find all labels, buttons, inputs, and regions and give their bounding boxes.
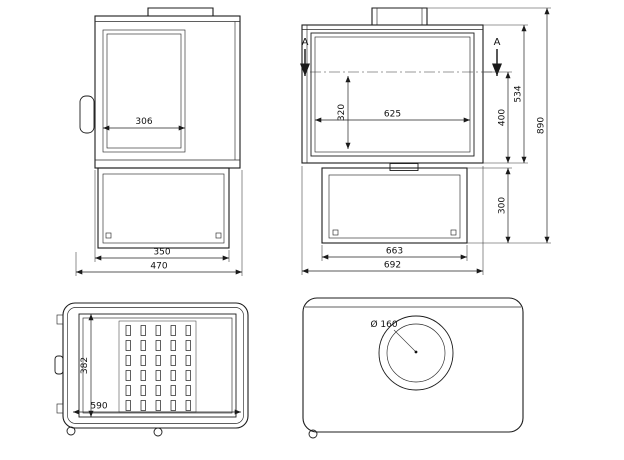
dim-663: 663 [321,245,468,261]
section-a-label: A [302,37,309,48]
pedestal-slot [389,163,419,171]
dim-382: 382 [80,314,94,417]
hinge-mark [56,314,64,325]
dim-300: 300 [467,167,512,243]
foot-circle [308,429,318,439]
door-latch [54,355,64,375]
dim-382-label: 382 [80,357,90,374]
dim-470: 470 [75,170,243,276]
flue-outer-circle [378,315,454,391]
body-outline [301,24,484,164]
glass-frame [310,32,475,157]
flue-inner-circle [386,323,446,383]
foot-circle [66,426,76,436]
dim-350: 350 [94,170,230,262]
top-view: Ø 160 [302,297,524,439]
bolt-mark [215,232,222,239]
dim-692-label: 692 [384,261,401,271]
section-mark-right: A [491,37,503,76]
dim-320-label: 320 [337,104,347,121]
pedestal-inner-line [328,174,461,239]
hinge-mark [56,403,64,414]
side-view: 306 350 470 [75,7,243,276]
firebox-outline [78,313,237,418]
dim-534-label: 534 [514,85,524,102]
dim-590: 590 [73,402,241,415]
dim-663-label: 663 [386,247,403,257]
section-a-label: A [494,37,501,48]
bolt-mark [332,229,339,236]
leader-dot [414,350,418,354]
glass-inner [314,36,471,153]
pedestal-outline [321,167,468,244]
bolt-mark [450,229,457,236]
chimney-stub-outline [371,7,428,25]
dim-400: 400 [483,71,528,164]
dim-625-label: 625 [384,110,401,120]
foot-circle [153,427,163,437]
dim-692: 692 [301,166,484,275]
side-glass-inner [106,33,182,149]
casing-inner-line [67,307,244,424]
pedestal-inner-line [102,173,225,244]
dim-300-label: 300 [498,197,508,214]
front-view: A A 320 625 400 534 [299,7,551,275]
body-outline [94,15,241,169]
flue-diameter-label: Ø 160 [370,319,397,330]
dim-350-label: 350 [153,248,170,258]
dim-306: 306 [103,117,185,131]
section-mark-left: A [299,37,311,76]
flue-diameter-callout: Ø 160 [370,319,418,354]
dim-590-label: 590 [90,402,107,412]
door-handle [79,95,95,134]
dim-890: 890 [427,7,551,244]
top-plate-outline [302,297,524,433]
pedestal-outline [97,167,230,249]
chimney-stub-outline [147,7,214,16]
dim-890-label: 890 [537,117,547,134]
dim-400-label: 400 [498,109,508,126]
dim-470-label: 470 [150,262,167,272]
side-glass-frame [102,29,186,153]
dim-534: 534 [483,24,528,163]
dim-320: 320 [337,76,351,149]
dim-306-label: 306 [135,117,152,127]
grate-slots [118,320,197,413]
bolt-mark [105,232,112,239]
section-a-a-view: 382 590 [54,302,249,437]
dim-625: 625 [315,110,470,123]
leader-line [393,329,417,353]
